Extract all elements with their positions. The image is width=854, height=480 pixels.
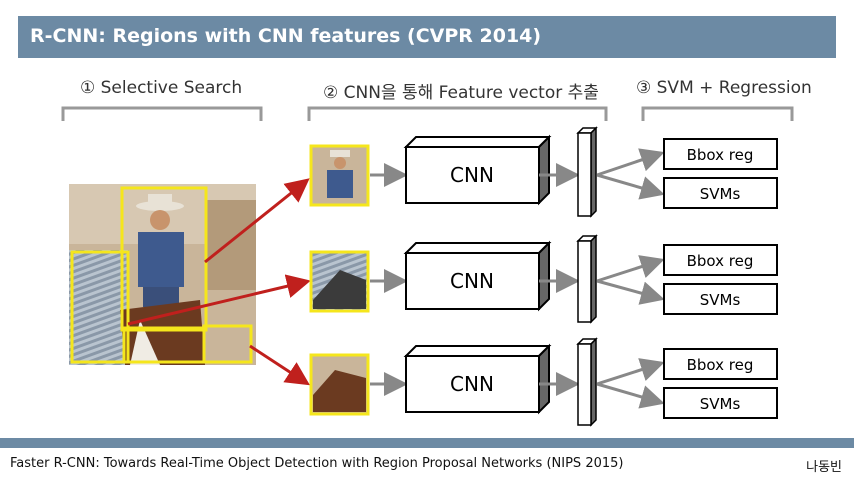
- svms-label-1: SVMs: [700, 185, 741, 203]
- bracket-step-1: [61, 106, 263, 121]
- title-bar: R-CNN: Regions with CNN features (CVPR 2…: [18, 16, 836, 58]
- cropped-region-1: [309, 144, 370, 207]
- bracket-step-2: [307, 106, 608, 121]
- region-box-mid: [122, 326, 206, 364]
- cropped-region-3: [309, 353, 370, 416]
- bbox-reg-label-3: Bbox reg: [687, 356, 754, 374]
- feature-vector-3: [576, 337, 598, 427]
- bbox-reg-label-2: Bbox reg: [687, 252, 754, 270]
- region-box-left: [70, 250, 130, 364]
- cnn-block-1: CNN: [403, 134, 552, 206]
- cnn-label-1: CNN: [450, 163, 494, 187]
- svms-label-3: SVMs: [700, 395, 741, 413]
- step-1-label: ① Selective Search: [80, 78, 243, 98]
- feature-vector-1: [576, 126, 598, 218]
- feature-vector-2: [576, 234, 598, 324]
- region-box-person: [120, 186, 208, 332]
- arrow-region-2: [127, 274, 311, 326]
- bbox-reg-label-1: Bbox reg: [687, 146, 754, 164]
- arrow-region-1: [204, 178, 310, 264]
- cnn-block-3: CNN: [403, 343, 552, 415]
- svms-box-3: [663, 387, 778, 419]
- svms-box-1: [663, 177, 778, 209]
- row-3: CNN Bbox reg SVMs: [309, 337, 778, 427]
- svms-box-2: [663, 283, 778, 315]
- bbox-reg-box-1: [663, 138, 778, 170]
- footer-citation: Faster R-CNN: Towards Real-Time Object D…: [10, 456, 624, 471]
- input-image: [69, 184, 256, 365]
- bracket-step-3: [641, 106, 794, 121]
- svms-label-2: SVMs: [700, 291, 741, 309]
- cnn-block-2: CNN: [403, 240, 552, 312]
- arrow-region-3: [249, 344, 311, 386]
- bottom-bar: [0, 438, 854, 448]
- step-2-label: ② CNN을 통해 Feature vector 추출: [323, 83, 599, 103]
- bbox-reg-box-3: [663, 348, 778, 380]
- cropped-region-2: [309, 250, 370, 313]
- slide-title: R-CNN: Regions with CNN features (CVPR 2…: [30, 25, 542, 47]
- cnn-label-2: CNN: [450, 269, 494, 293]
- step-3-label: ③ SVM + Regression: [636, 78, 812, 98]
- row-1: CNN Bbox reg SVMs: [309, 126, 778, 218]
- bbox-reg-box-2: [663, 244, 778, 276]
- row-2: CNN Bbox reg SVMs: [309, 234, 778, 324]
- footer-author: 나동빈: [806, 460, 842, 475]
- cnn-label-3: CNN: [450, 372, 494, 396]
